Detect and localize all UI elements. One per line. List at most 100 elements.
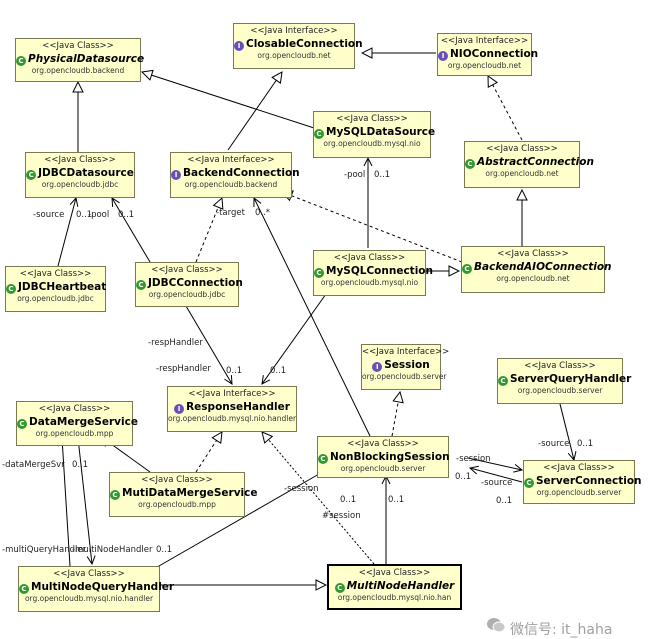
edge-label: -target [216,208,245,218]
edge-multinodequeryhandler-datamergeservice [62,438,71,567]
stereotype-label: <<Java Class>> [347,439,419,449]
package-label: org.opencloudb.server [362,372,447,381]
edge-label: -session [456,454,491,464]
package-label: org.opencloudb.mpp [138,500,216,509]
package-label: org.opencloudb.server [517,386,603,395]
watermark-text: 微信号: it_haha [510,622,613,638]
java-interface-icon: I [171,170,181,180]
stereotype-label: <<Java Class>> [53,569,125,579]
edge-label: 0..1 [156,545,173,555]
class-name: ResponseHandler [186,401,290,413]
edge-label: -dataMergeSvr [2,460,65,470]
edge-datamergeservice-multinodequeryhandler [77,437,92,564]
class-name: MySQLDataSource [326,126,436,138]
class-name: JDBCHeartbeat [18,281,107,293]
edge-nonblockingsession-serverconnection [467,457,522,470]
stereotype-label: <<Java Class>> [524,361,596,371]
package-label: org.opencloudb.jdbc [148,290,226,299]
class-name: Session [384,359,430,371]
java-interface-icon: I [234,41,244,51]
edge-label: -multiQueryHandler [2,545,87,555]
java-class-icon: C [334,583,345,593]
edge-jdbcconnection-jdbcdatasource [112,198,151,263]
edge-label: #session [322,511,361,521]
edge-mysqlconnection-responsehandler [262,293,327,384]
package-label: org.opencloudb.mysql.nio.handler [24,594,154,603]
java-class-icon: C [26,170,37,180]
java-class-icon: C [19,584,29,594]
class-name: NIOConnection [450,48,539,60]
class-name: DataMergeService [29,416,138,428]
edge-serverqueryhandler-serverconnection [559,403,574,460]
java-interface-icon: I [174,404,185,414]
edge-label: -multiNodeHandler [72,545,153,555]
stereotype-label: <<Java Class>> [497,249,569,259]
edge-label: 0..1 [226,366,243,376]
stereotype-label: <<Java Class>> [358,568,431,578]
package-label: org.opencloudb.server [340,464,426,473]
edge-label: 0..1 [270,366,287,376]
class-name: BackendConnection [183,167,300,179]
stereotype-label: <<Java Class>> [141,475,213,485]
class-name: NonBlockingSession [330,451,450,463]
package-label: org.opencloudb.mysql.nio.han [337,593,452,602]
edge-label: 0..1 [388,495,405,505]
edge-multinodequeryhandler-nonblockingsession [151,470,326,571]
stereotype-label: <<Java Interface>> [250,26,338,36]
edge-mutidatamergeservice-responsehandler [195,432,222,473]
edge-jdbcheartbeat-jdbcdatasource [57,198,76,267]
java-class-icon: C [314,268,324,278]
class-name: JDBCDatasource [38,167,134,179]
edge-nonblockingsession-backendconnection [254,198,371,437]
edge-label: 0..1 [72,460,89,470]
edge-jdbcconnection-responsehandler [185,305,232,384]
stereotype-label: <<Java Interface>> [187,155,275,165]
java-interface-icon: I [372,362,383,372]
class-name: ServerQueryHandler [510,373,632,385]
edge-label: 0..1 [118,210,135,220]
edge-label: -respHandler [156,364,211,374]
stereotype-label: <<Java Interface>> [188,389,276,399]
stereotype-label: <<Java Interface>> [362,347,450,357]
stereotype-label: <<Java Class>> [543,463,615,473]
package-label: org.opencloudb.net [447,61,522,70]
edge-nonblockingsession-session [391,392,400,437]
edge-abstractconnection-nioconnection [488,76,523,141]
package-label: org.opencloudb.net [496,274,570,283]
class-name: ClosableConnection [246,38,363,50]
class-name: BackendAIOConnection [474,261,612,273]
package-label: org.opencloudb.mpp [35,429,114,438]
edge-label: -source [481,478,513,488]
stereotype-label: <<Java Interface>> [440,36,529,46]
edge-label: 0..1 [455,472,472,482]
package-label: org.opencloudb.mysql.nio [323,139,421,148]
edge-multinodehandler-responsehandler [262,432,375,565]
package-label: org.opencloudb.server [536,488,622,497]
package-label: org.opencloudb.net [485,169,559,178]
edge-label: -pool [88,210,110,220]
java-class-icon: C [17,419,27,429]
edge-label: 0..1 [374,170,391,180]
